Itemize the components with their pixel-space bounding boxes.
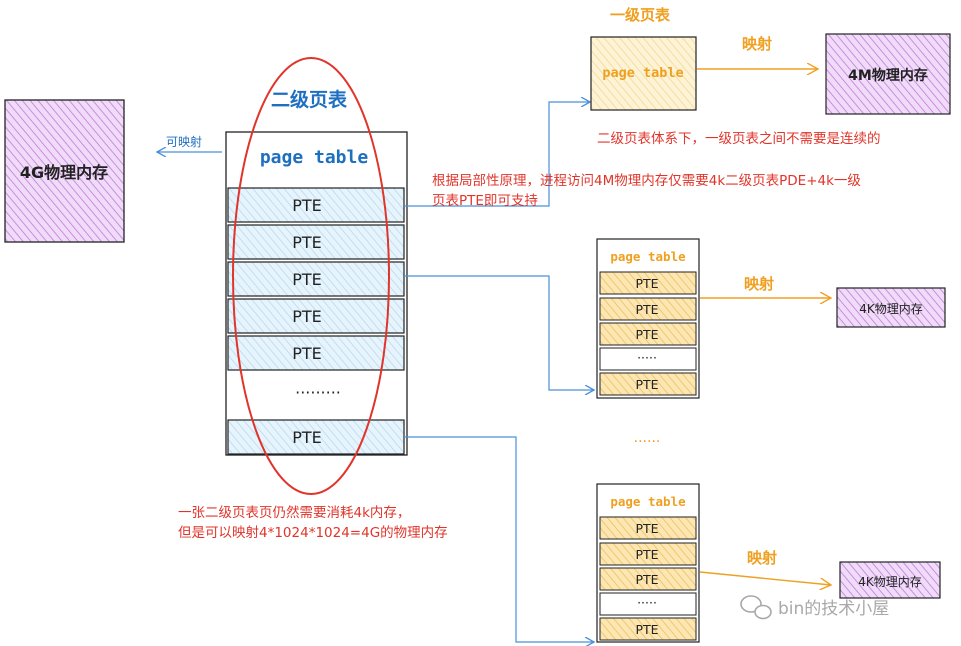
small-pte-row: [599, 542, 697, 566]
pte-label: PTE: [292, 233, 322, 252]
small-ellipsis-row: [599, 592, 697, 616]
small-ellipsis-label: ·····: [637, 595, 657, 610]
second-level-pte-row: PTE: [227, 261, 405, 297]
arrow-pte-to-small-table-2: [404, 436, 594, 642]
small-pte-label: PTE: [635, 276, 658, 291]
small-page-table-1: page table PTE PTE PTE ····· PTE: [596, 238, 700, 399]
small-pte-label: PTE: [635, 572, 658, 587]
second-level-pte-row: PTE: [227, 187, 405, 223]
small-table-page-table-label: page table: [610, 494, 686, 509]
second-level-ellipsis: ·········: [295, 383, 341, 402]
small-table-page-table-label: page table: [610, 249, 686, 264]
first-level-table: [590, 36, 697, 111]
arrow-pte-to-small-table-1: [404, 275, 594, 390]
second-level-note-line1: 一张二级页表页仍然需要消耗4k内存，: [178, 504, 410, 521]
small-table-2-map-label: 映射: [747, 549, 777, 567]
second-level-note-line2: 但是可以映射4*1024*1024=4G的物理内存: [178, 525, 448, 541]
memory-4m-box: [825, 33, 951, 115]
small-pte-label: PTE: [635, 302, 658, 317]
pte-label: PTE: [292, 270, 322, 289]
locality-note-line1: 根据局部性原理，进程访问4M物理内存仅需要4k二级页表PDE+4k一级: [432, 173, 861, 189]
small-pte-row: [599, 372, 697, 396]
second-level-pte-row: PTE: [227, 335, 405, 371]
second-level-pte-row: PTE: [227, 224, 405, 260]
small-pte-row: [599, 617, 697, 641]
left-memory-block: 4G物理内存: [4, 99, 125, 243]
memory-4k-box-2: [839, 561, 941, 599]
watermark: bin的技术小屋: [740, 595, 889, 620]
arrow-pte-to-first-level: [404, 102, 590, 207]
small-pte-row: [599, 516, 697, 540]
pte-label: PTE: [292, 428, 322, 447]
memory-4k-label-1: 4K物理内存: [859, 302, 923, 316]
small-ellipsis-row: [599, 347, 697, 371]
small-table-2-map-arrow: [699, 571, 831, 585]
small-pte-label: PTE: [635, 327, 658, 342]
small-pte-label: PTE: [635, 622, 658, 637]
second-level-title: 二级页表: [271, 88, 348, 111]
small-pte-row: [599, 567, 697, 591]
watermark-text: bin的技术小屋: [778, 599, 889, 619]
small-table-1-map-label: 映射: [744, 275, 774, 293]
second-level-page-table-label: page table: [260, 147, 369, 168]
first-level-note: 二级页表体系下，一级页表之间不需要是连续的: [597, 131, 881, 147]
memory-4k-box-1: [836, 287, 946, 328]
pte-label: PTE: [292, 344, 322, 363]
small-ellipsis-label: ·····: [637, 350, 657, 365]
can-map-label: 可映射: [166, 134, 202, 149]
small-pte-label: PTE: [635, 377, 658, 392]
left-memory-box: [4, 99, 125, 243]
left-memory-label: 4G物理内存: [20, 163, 108, 182]
small-page-table-2: page table PTE PTE PTE ····· PTE: [596, 483, 700, 643]
wechat-icon: [740, 595, 772, 620]
small-pte-row: [599, 322, 697, 346]
small-pte-label: PTE: [635, 521, 658, 536]
between-tables-ellipsis: ······: [634, 434, 661, 450]
first-level-map-label: 映射: [742, 35, 772, 53]
small-pte-row: [599, 271, 697, 295]
second-level-pte-row: PTE: [227, 419, 405, 455]
first-level-title: 一级页表: [610, 6, 671, 24]
pte-label: PTE: [292, 196, 322, 215]
pte-label: PTE: [292, 307, 322, 326]
small-pte-label: PTE: [635, 547, 658, 562]
memory-4k-label-2: 4K物理内存: [858, 575, 922, 589]
highlight-ellipse: [232, 57, 390, 495]
second-level-pte-row: PTE: [227, 298, 405, 334]
small-pte-row: [599, 297, 697, 321]
locality-note-line2: 页表PTE即可支持: [432, 193, 538, 209]
memory-4m-label: 4M物理内存: [848, 67, 928, 84]
first-level-page-table-label: page table: [602, 65, 683, 81]
